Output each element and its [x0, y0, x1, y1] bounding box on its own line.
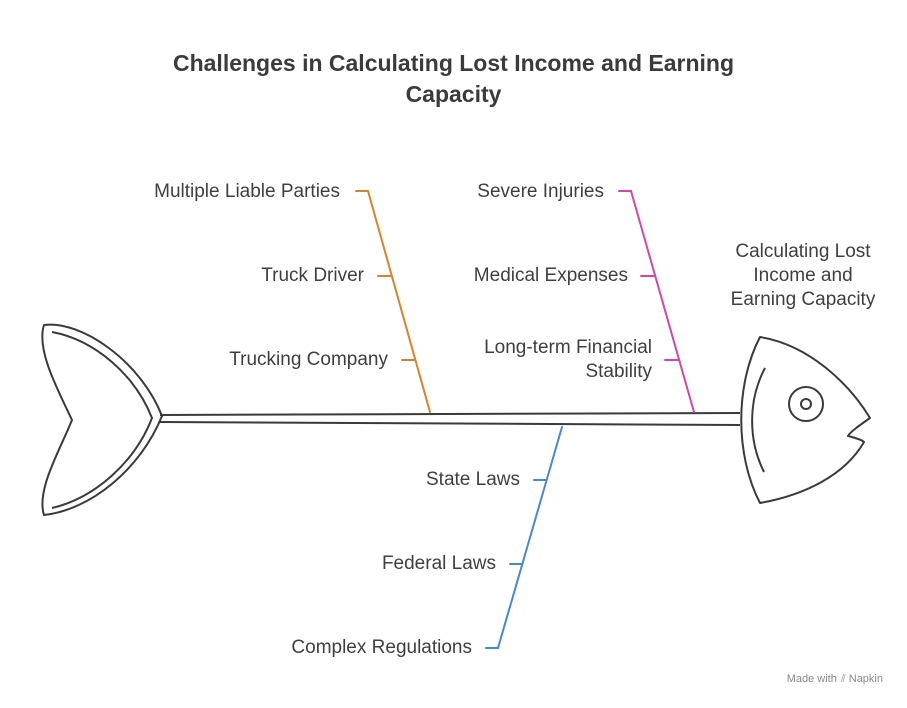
watermark[interactable]: Made with⫽Napkin [787, 673, 883, 686]
label-complex-regulations: Complex Regulations [291, 637, 472, 658]
liability-branch [355, 190, 431, 413]
label-federal-laws: Federal Laws [381, 553, 496, 574]
label-long-term-financial-stability: Long-term Financial Stability [484, 336, 652, 384]
fish-tail [41, 323, 163, 516]
label-severe-injuries: Severe Injuries [477, 181, 604, 202]
head-label-line-3: Earning Capacity [730, 289, 876, 310]
label-long-term-line-1: Long-term Financial [484, 337, 652, 358]
injury-branch [618, 190, 695, 413]
label-state-laws: State Laws [426, 469, 520, 490]
fish-head [740, 336, 871, 504]
regulation-branch [485, 426, 563, 649]
label-truck-driver: Truck Driver [261, 265, 364, 286]
label-trucking-company: Trucking Company [229, 349, 388, 370]
head-label-line-1: Calculating Lost [735, 241, 871, 262]
head-label: Calculating Lost Income and Earning Capa… [714, 240, 892, 312]
label-multiple-liable-parties: Multiple Liable Parties [154, 181, 340, 202]
label-long-term-line-2: Stability [585, 361, 652, 382]
title-line-2: Capacity [405, 81, 502, 107]
watermark-brand: Napkin [848, 673, 883, 685]
label-medical-expenses: Medical Expenses [473, 265, 628, 286]
watermark-prefix: Made with [786, 673, 837, 685]
head-label-line-2: Income and [753, 265, 853, 286]
napkin-logo-icon: ⫽ [840, 673, 846, 685]
title-line-1: Challenges in Calculating Lost Income an… [172, 50, 735, 76]
fish-spine [159, 412, 741, 426]
diagram-title: Challenges in Calculating Lost Income an… [0, 48, 907, 110]
